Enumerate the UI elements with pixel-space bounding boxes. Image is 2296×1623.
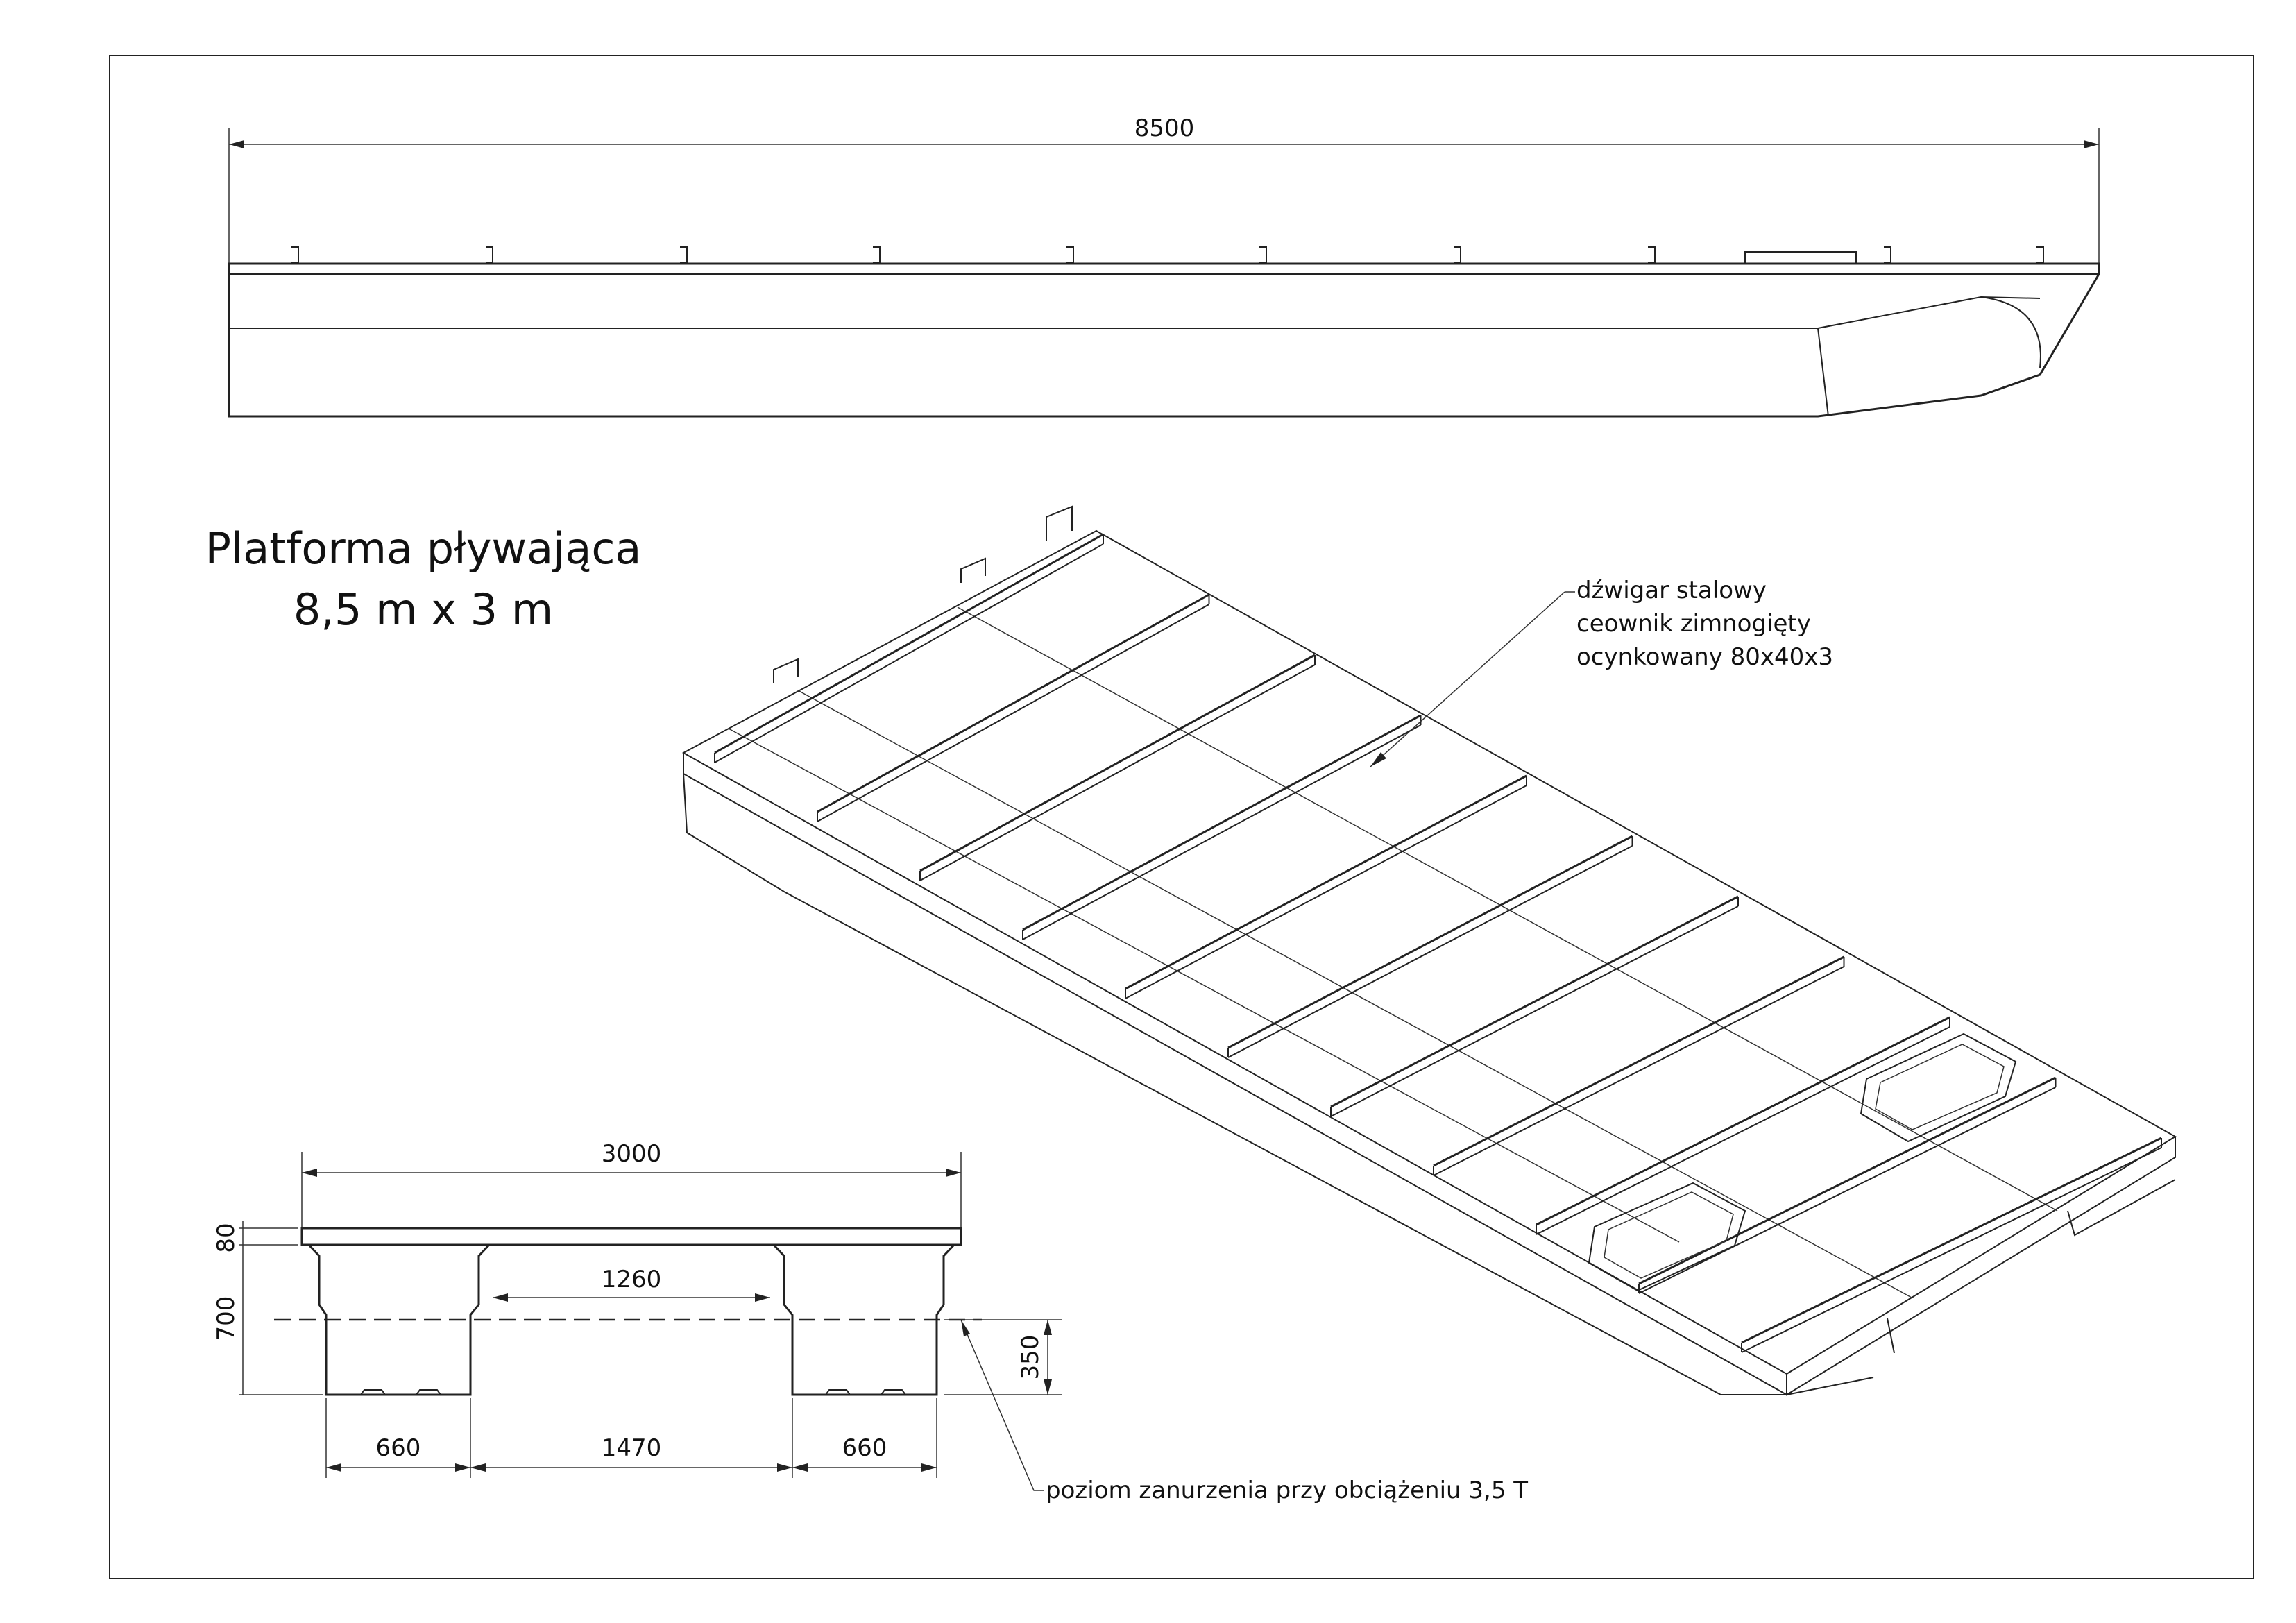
deck-beam (1022, 714, 1422, 940)
deck-hatch-1 (1588, 1182, 1746, 1292)
hull-side-outline (228, 262, 2100, 418)
dimension-label-depth: 700 (212, 1296, 240, 1341)
deck-channels-side (291, 246, 2044, 263)
deck-hatch-side (1744, 251, 1857, 264)
deck-channel-marker (291, 246, 299, 263)
cross-section: 3000 80 700 1260 660 (212, 1140, 1528, 1504)
deck-beam (1741, 1137, 2162, 1353)
deck-beams (714, 533, 2162, 1353)
dimension-label-width: 3000 (602, 1140, 662, 1168)
beam-label-line1: dźwigar stalowy (1576, 577, 1767, 604)
drawing-subtitle: 8,5 m x 3 m (294, 584, 553, 635)
deck-beam (1433, 955, 1845, 1176)
deck-beam (1638, 1076, 2057, 1294)
deck-slab-section (300, 1227, 962, 1246)
beam-annotation: dźwigar stalowy ceownik zimnogięty ocynk… (1370, 577, 1833, 767)
beam-label-line2: ceownik zimnogięty (1576, 610, 1811, 638)
deck-channel-marker (1884, 246, 1891, 263)
isometric-view (681, 505, 2177, 1396)
deck-channel-marker (873, 246, 881, 263)
dimension-label-draft: 350 (1017, 1335, 1044, 1380)
deck-beam (1536, 1016, 1950, 1235)
dimension-label-length: 8500 (1134, 114, 1195, 142)
deck-beam (919, 654, 1316, 881)
deck-channel-marker (2036, 246, 2044, 263)
deck-beam (1227, 835, 1633, 1058)
dimension-label-right-pontoon: 660 (842, 1434, 887, 1462)
deck-channel-marker (486, 246, 493, 263)
dimension-label-middle: 1470 (602, 1434, 662, 1462)
deck-channel-marker (1648, 246, 1656, 263)
deck-channel-marker (1066, 246, 1074, 263)
deck-channel-marker (1259, 246, 1267, 263)
dimension-label-deck: 80 (212, 1223, 240, 1252)
dimension-label-gap: 1260 (602, 1266, 662, 1293)
drawing-title: Platforma pływająca (205, 523, 642, 574)
deck-hatch-2 (1860, 1033, 2017, 1143)
deck-channel-marker (680, 246, 688, 263)
side-view: 8500 (228, 114, 2100, 418)
beam-label-line3: ocynkowany 80x40x3 (1576, 643, 1833, 671)
deck-beam (1125, 774, 1527, 999)
deck-hatches (1588, 1033, 2017, 1292)
deck-beam (1330, 895, 1739, 1117)
drawing-frame (109, 55, 2254, 1579)
deck-beam (817, 593, 1210, 822)
waterline-label: poziom zanurzenia przy obciążeniu 3,5 T (1046, 1477, 1528, 1504)
hull-left-face (683, 753, 1787, 1396)
dimension-label-left-pontoon: 660 (376, 1434, 421, 1462)
deck-beam (714, 533, 1104, 763)
deck-channel-marker (1454, 246, 1461, 263)
